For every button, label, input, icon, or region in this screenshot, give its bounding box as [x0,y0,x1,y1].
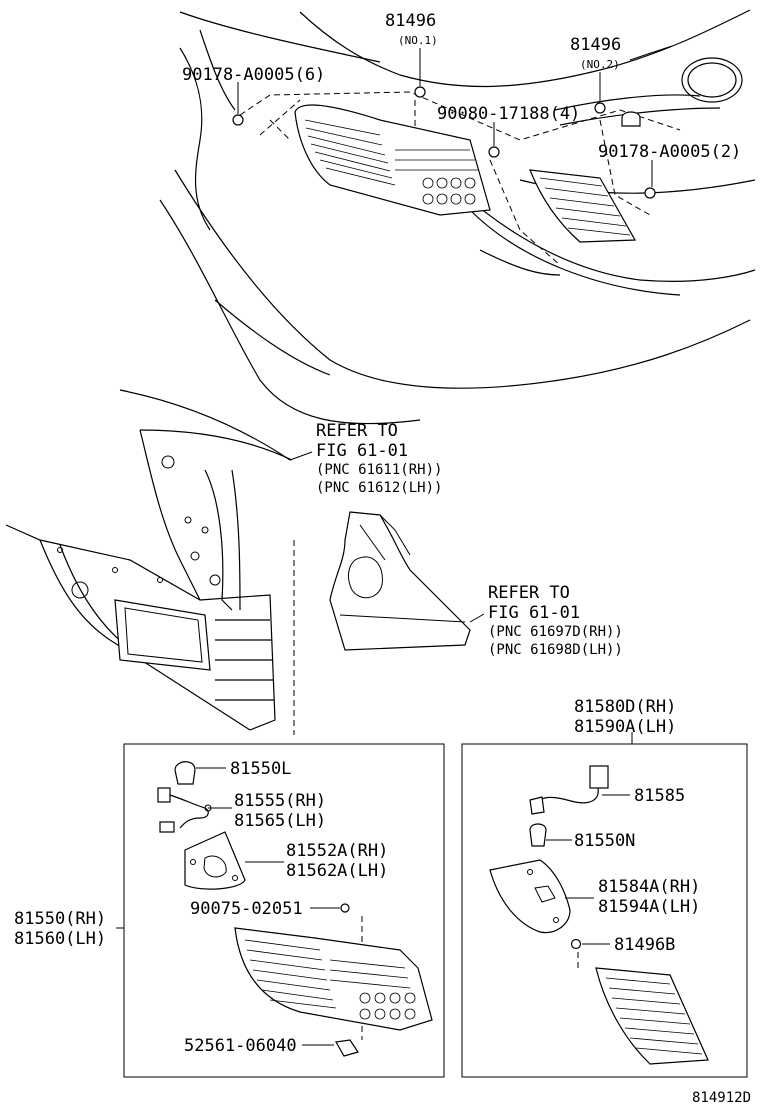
label-81496-no2-note: (NO.2) [580,58,620,71]
clip-52561 [335,1039,359,1057]
refer2-title: REFER TO [488,583,570,603]
label-90178-6: 90178-A0005(6) [182,65,325,85]
quarter-panel [5,389,293,731]
rear-lamp-installed [294,104,491,216]
label-81560-lh: 81560(LH) [14,929,106,949]
label-81496-no1: 81496 [385,11,436,31]
label-81562a-lh: 81562A(LH) [286,861,388,881]
refer2-fig: FIG 61-01 [488,603,580,623]
label-81590a-lh: 81590A(LH) [574,717,676,737]
socket-wire-81585 [529,765,609,815]
refer1-leader [289,451,313,461]
label-81496-no2: 81496 [570,35,621,55]
label-81594a-lh: 81594A(LH) [598,897,700,917]
label-81565-lh: 81565(LH) [234,811,326,831]
vehicle-rear-body [159,9,756,425]
rear-lamp-assembly [234,927,433,1031]
refer2-leader [469,613,485,623]
refer-block-2: REFER TO FIG 61-01 (PNC 61697D(RH)) (PNC… [488,583,623,658]
label-81552a-rh: 81552A(RH) [286,841,388,861]
refer1-pnc-lh: (PNC 61612(LH)) [316,480,442,496]
gasket-81584a [489,859,571,934]
refer2-pnc-rh: (PNC 61697D(RH)) [488,624,623,640]
top-fasteners [232,86,656,199]
inner-lamp-installed [529,169,637,243]
nut-81496b [570,938,582,950]
left-detail-box [123,743,445,1078]
refer-block-1: REFER TO FIG 61-01 (PNC 61611(RH)) (PNC … [316,421,442,496]
label-81585: 81585 [634,786,685,806]
label-81550l: 81550L [230,759,291,779]
refer1-pnc-rh: (PNC 61611(RH)) [316,462,442,478]
figure-id: 814912D [692,1090,751,1106]
label-90080: 90080-17188(4) [437,104,580,124]
refer2-pnc-lh: (PNC 61698D(LH)) [488,642,623,658]
label-81496-no1-note: (NO.1) [398,34,438,47]
screw-90075 [340,903,350,913]
socket-wire-81555 [157,787,212,833]
inner-lamp-assembly [595,967,709,1065]
refer1-fig: FIG 61-01 [316,441,408,461]
bulb-81550l [174,761,196,785]
label-52561: 52561-06040 [184,1036,297,1056]
label-90178-2: 90178-A0005(2) [598,142,741,162]
gasket-81552a [184,831,246,890]
label-81580d-rh: 81580D(RH) [574,697,676,717]
label-81496b: 81496B [614,935,675,955]
refer1-title: REFER TO [316,421,398,441]
label-81555-rh: 81555(RH) [234,791,326,811]
label-90075: 90075-02051 [190,899,303,919]
label-81584a-rh: 81584A(RH) [598,877,700,897]
label-81550n: 81550N [574,831,635,851]
label-81550-rh: 81550(RH) [14,909,106,929]
right-detail-box [461,743,748,1078]
inner-panel-part [329,511,471,651]
top-leaders [237,45,673,187]
bulb-81550n [529,823,547,847]
